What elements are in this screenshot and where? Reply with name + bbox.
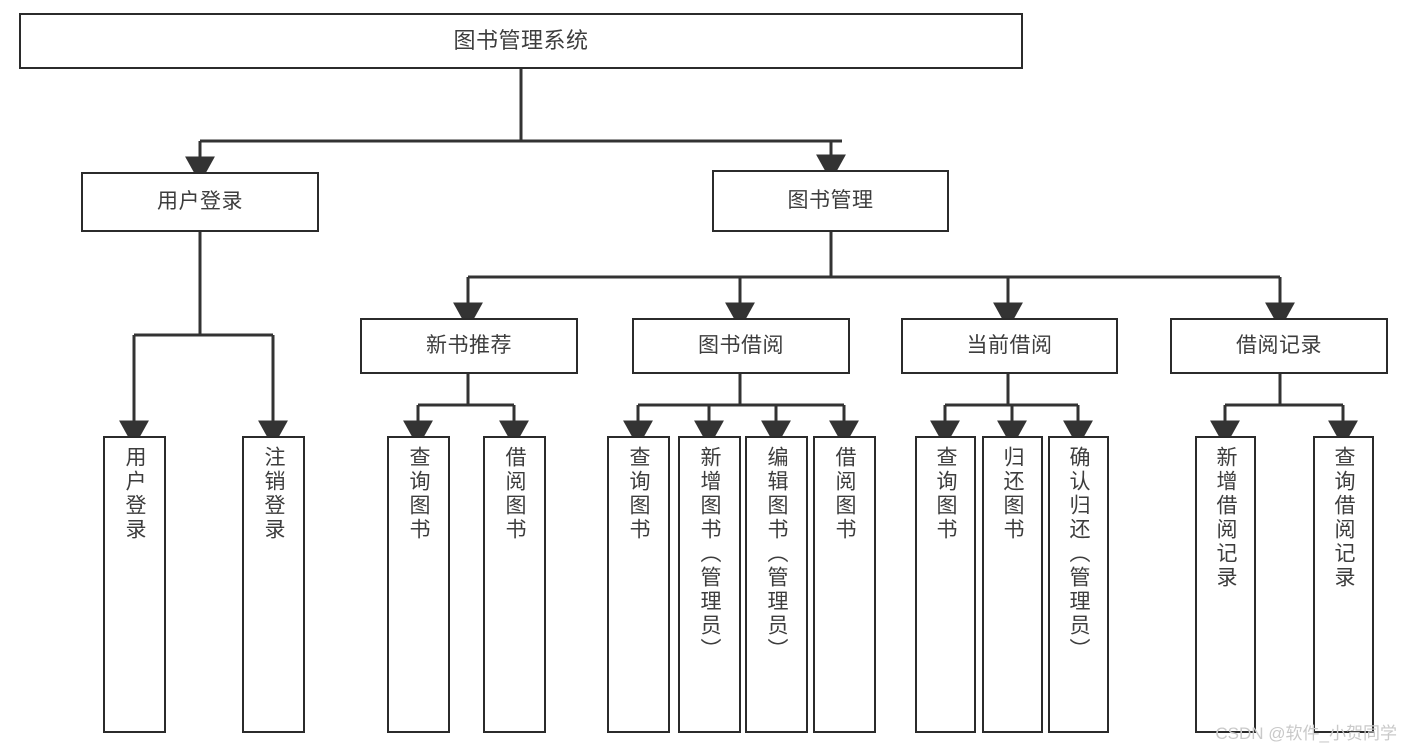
leaf-query-book-borrow[interactable]: 查询图书	[607, 436, 670, 733]
node-label: 编辑图书（管理员）	[765, 446, 788, 662]
node-label: 图书借阅	[698, 334, 784, 358]
node-label: 用户登录	[157, 190, 243, 214]
leaf-confirm-return-admin[interactable]: 确认归还（管理员）	[1048, 436, 1109, 733]
leaf-edit-book-admin[interactable]: 编辑图书（管理员）	[745, 436, 808, 733]
node-label: 查询借阅记录	[1332, 446, 1355, 590]
node-label: 借阅图书	[503, 446, 526, 542]
leaf-borrow-book-new[interactable]: 借阅图书	[483, 436, 546, 733]
leaf-query-book-current[interactable]: 查询图书	[915, 436, 976, 733]
node-new-book-recommend[interactable]: 新书推荐	[360, 318, 578, 374]
node-user-login[interactable]: 用户登录	[81, 172, 319, 232]
leaf-user-login[interactable]: 用户登录	[103, 436, 166, 733]
node-root-system[interactable]: 图书管理系统	[19, 13, 1023, 69]
leaf-return-book[interactable]: 归还图书	[982, 436, 1043, 733]
node-label: 图书管理	[787, 189, 874, 213]
node-label: 新增图书（管理员）	[698, 446, 721, 662]
node-borrow-record[interactable]: 借阅记录	[1170, 318, 1388, 374]
leaf-borrow-book[interactable]: 借阅图书	[813, 436, 876, 733]
node-label: 借阅记录	[1236, 334, 1322, 358]
leaf-query-borrow-record[interactable]: 查询借阅记录	[1313, 436, 1374, 733]
node-label: 当前借阅	[966, 334, 1053, 358]
node-label: 查询图书	[407, 446, 430, 542]
node-label: 图书管理系统	[453, 27, 589, 53]
node-book-management[interactable]: 图书管理	[712, 170, 949, 232]
node-label: 注销登录	[262, 446, 285, 542]
node-label: 借阅图书	[833, 446, 856, 542]
node-book-borrow[interactable]: 图书借阅	[632, 318, 850, 374]
node-label: 查询图书	[627, 446, 650, 542]
node-label: 新书推荐	[426, 334, 512, 358]
node-current-borrow[interactable]: 当前借阅	[901, 318, 1118, 374]
node-label: 确认归还（管理员）	[1067, 446, 1090, 662]
node-label: 归还图书	[1001, 446, 1024, 542]
leaf-add-borrow-record[interactable]: 新增借阅记录	[1195, 436, 1256, 733]
leaf-add-book-admin[interactable]: 新增图书（管理员）	[678, 436, 741, 733]
node-label: 新增借阅记录	[1214, 446, 1237, 590]
leaf-logout[interactable]: 注销登录	[242, 436, 305, 733]
node-label: 查询图书	[934, 446, 957, 542]
leaf-query-book-new[interactable]: 查询图书	[387, 436, 450, 733]
node-label: 用户登录	[123, 446, 146, 542]
